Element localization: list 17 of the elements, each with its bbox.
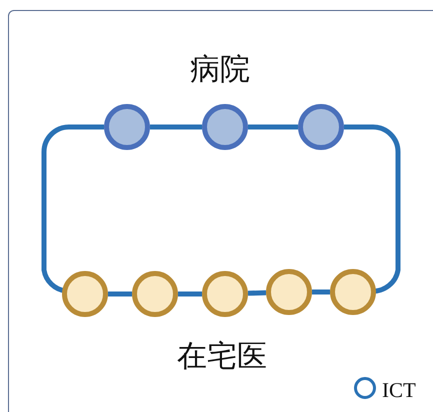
circle-node <box>62 271 108 317</box>
network-line <box>312 290 330 294</box>
circle-node <box>330 269 376 315</box>
network-line <box>150 124 202 130</box>
network-line <box>178 292 202 296</box>
circle-node <box>202 104 248 150</box>
circle-node <box>104 104 150 150</box>
circle-node <box>132 271 178 317</box>
group-label: 在宅医 <box>176 339 268 375</box>
circle-node <box>202 271 248 317</box>
network-line <box>108 292 132 296</box>
circle-node <box>266 269 312 315</box>
circle-node <box>298 104 344 150</box>
network-line <box>248 290 266 296</box>
group-label: 病院 <box>189 52 251 88</box>
network-line <box>248 124 298 130</box>
legend-text: ICT <box>382 378 416 402</box>
